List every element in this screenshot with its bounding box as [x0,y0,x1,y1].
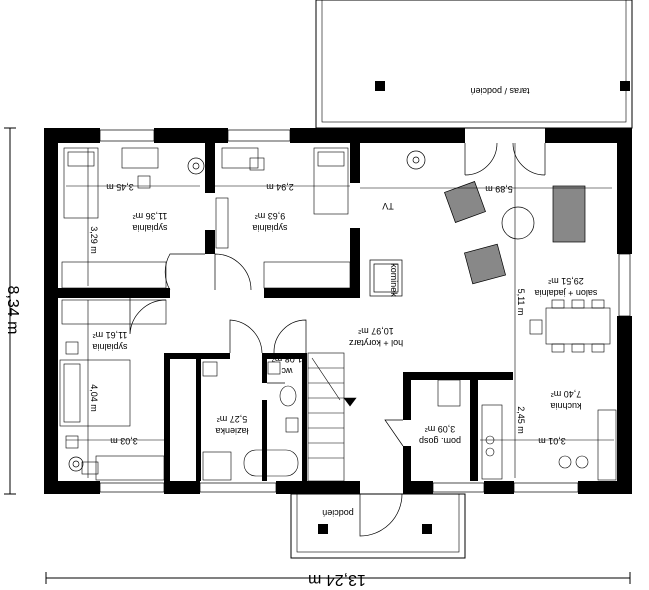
room-label-hall: hol + korytarz 10,97 m² [348,326,403,348]
dimension-label: 3,45 m [106,182,134,192]
interior-walls [58,143,513,481]
dimension-label: 3,03 m [110,436,138,446]
overall-height-label: 8,34 m [4,286,21,335]
dimension-label: 2,94 m [266,182,294,192]
overall-width-label: 13,24 m [308,571,366,588]
terrace [315,0,633,129]
svg-text:sypialnia: sypialnia [252,223,287,233]
room-label-kitchen: kuchnia 7,40 m² [550,389,581,411]
exterior-walls [44,128,632,494]
windows [99,129,631,493]
svg-text:7,40 m²: 7,40 m² [551,389,582,399]
tv-label: TV [382,201,394,211]
svg-text:5,27 m²: 5,27 m² [217,414,248,424]
svg-text:29,51 m²: 29,51 m² [548,276,584,286]
room-label-bedroom-3: sypialnia 11,61 m² [92,330,127,352]
fireplace-label: kominek [389,263,399,297]
stairs [307,352,357,482]
interior-doors [129,253,404,537]
room-label-living-dining: salon + jadalnia 29,51 m² [535,276,598,298]
svg-text:11,36 m²: 11,36 m² [133,211,168,221]
porch-label: podcień [322,508,354,518]
terrace-label: taras / podcień [470,86,529,96]
bathroom-fixtures [202,361,299,481]
room-label-wc: wc 1,08 m² [272,354,303,376]
room-label-bedroom-1: sypialnia 11,36 m² [132,211,167,233]
svg-text:11,61 m²: 11,61 m² [93,330,128,340]
bed-room-2 [215,147,351,289]
dimension-label: 5,11 m [516,289,526,316]
fireplace [369,259,403,297]
dimension-label: 3,29 m [89,226,99,254]
room-label-bathroom: łazienka 5,27 m² [215,414,248,436]
svg-text:10,97 m²: 10,97 m² [358,326,394,336]
dimension-label: 2,45 m [516,406,526,434]
room-label-bedroom-2: sypialnia 9,63 m² [252,211,287,233]
svg-text:pom. gosp: pom. gosp [419,436,461,446]
svg-text:1,08 m²: 1,08 m² [272,354,303,364]
kitchen-fixtures [437,379,617,481]
svg-text:sypialnia: sypialnia [92,342,127,352]
room-label-utility: pom. gosp 3,09 m² [419,424,461,446]
svg-text:salon + jadalnia: salon + jadalnia [535,288,598,298]
dimension-label: 4,04 m [89,384,99,412]
dimension-label: 3,01 m [538,436,566,446]
svg-text:sypialnia: sypialnia [132,223,167,233]
svg-text:hol + korytarz: hol + korytarz [348,338,403,348]
dining-table [529,299,611,353]
sofa-group [444,181,586,285]
svg-text:łazienka: łazienka [215,426,248,436]
dimension-lines [66,143,614,478]
plants [68,150,426,472]
svg-text:9,63 m²: 9,63 m² [255,211,286,221]
svg-text:kuchnia: kuchnia [550,401,581,411]
svg-text:wc: wc [281,366,293,376]
bed-room-3 [59,299,167,481]
bed-room-1 [61,147,167,289]
overall-dimension-lines [4,127,631,584]
porch [290,493,466,559]
svg-text:3,09 m²: 3,09 m² [425,424,456,434]
dimension-label: 5,89 m [485,184,513,194]
terrace-door [464,142,546,176]
